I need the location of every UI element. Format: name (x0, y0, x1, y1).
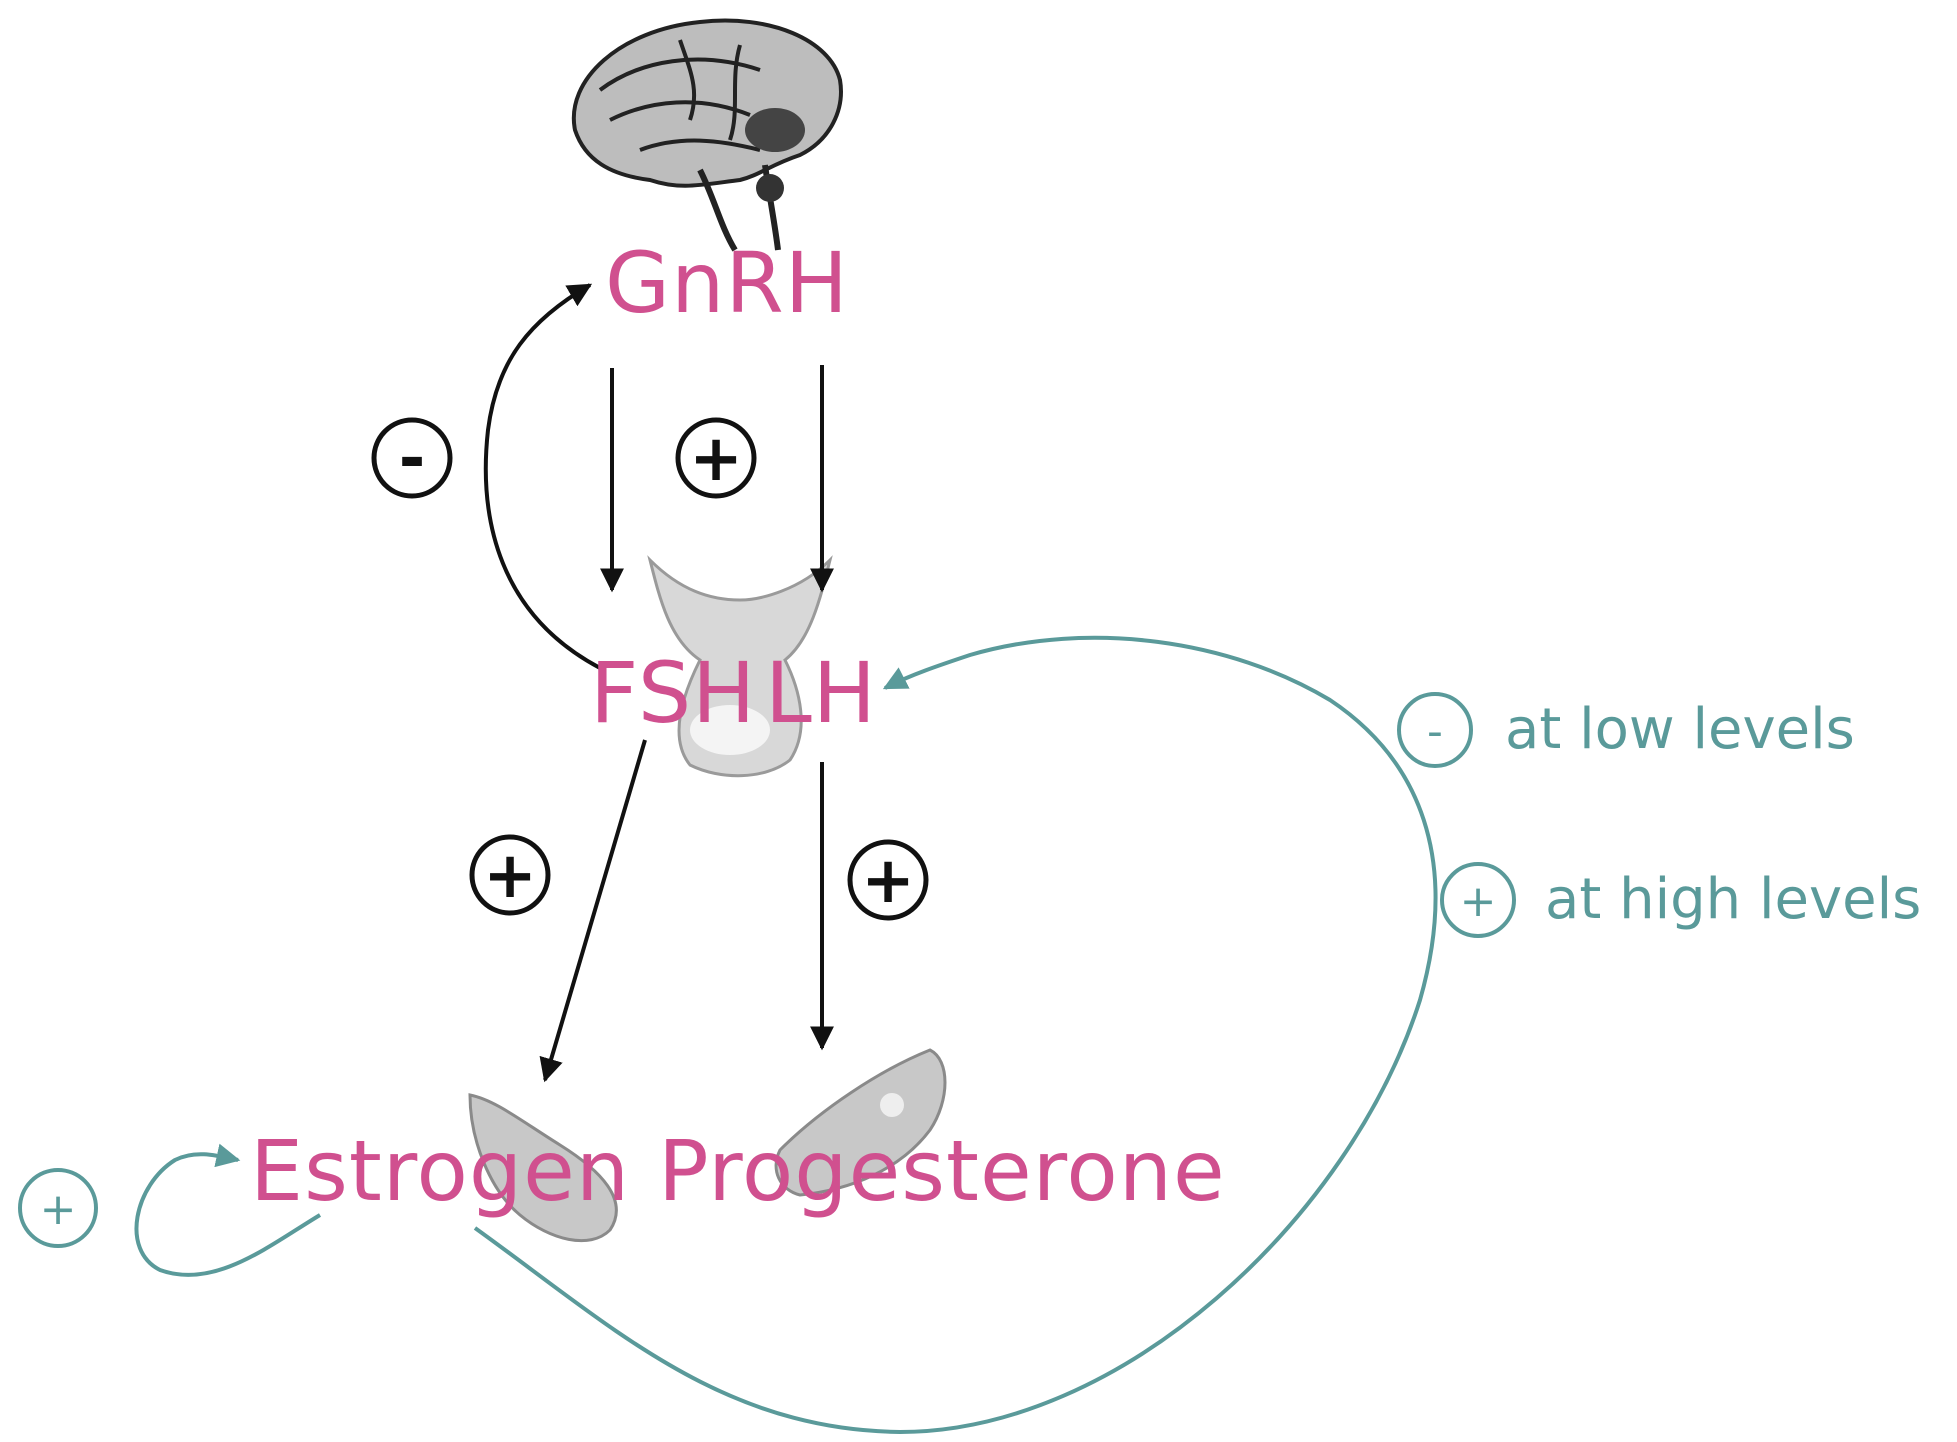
brain-icon (571, 18, 843, 252)
estrogen-label: Estrogen (250, 1122, 630, 1220)
ovarian-feedback-loop-arrow (473, 635, 1438, 1435)
legend-low-levels: - at low levels (1397, 692, 1855, 768)
legend-low-sign: - (1427, 706, 1443, 757)
lh-label: LH (765, 644, 877, 742)
gnrh-stimulates-sign: + (675, 417, 757, 499)
fsh-stimulates-sign: + (469, 834, 551, 916)
gnrh-stimulates-sign-text: + (689, 422, 743, 496)
estrogen-self-feedback-arrow (134, 1143, 322, 1277)
pituitary-gland-icon (647, 555, 833, 778)
lh-stimulates-sign-text: + (861, 844, 915, 918)
legend-high-sign: + (1460, 876, 1497, 927)
gnrh-label: GnRH (605, 234, 849, 332)
legend-high-levels: + at high levels (1440, 862, 1921, 938)
fsh-label: FSH (590, 644, 756, 742)
estrogen-self-sign: + (18, 1168, 98, 1248)
negative-feedback-sign: - (371, 417, 453, 499)
fsh-stimulates-sign-text: + (483, 839, 537, 913)
fsh-to-estrogen-arrow (539, 739, 647, 1083)
negative-feedback-sign-text: - (399, 422, 426, 496)
lh-stimulates-sign: + (847, 839, 929, 921)
estrogen-self-sign-text: + (40, 1184, 77, 1235)
progesterone-label: Progesterone (658, 1122, 1226, 1220)
legend-high-text: at high levels (1545, 867, 1921, 932)
legend-low-text: at low levels (1505, 697, 1855, 762)
negative-feedback-arrow (483, 283, 601, 670)
ovary-icon (468, 1048, 947, 1243)
